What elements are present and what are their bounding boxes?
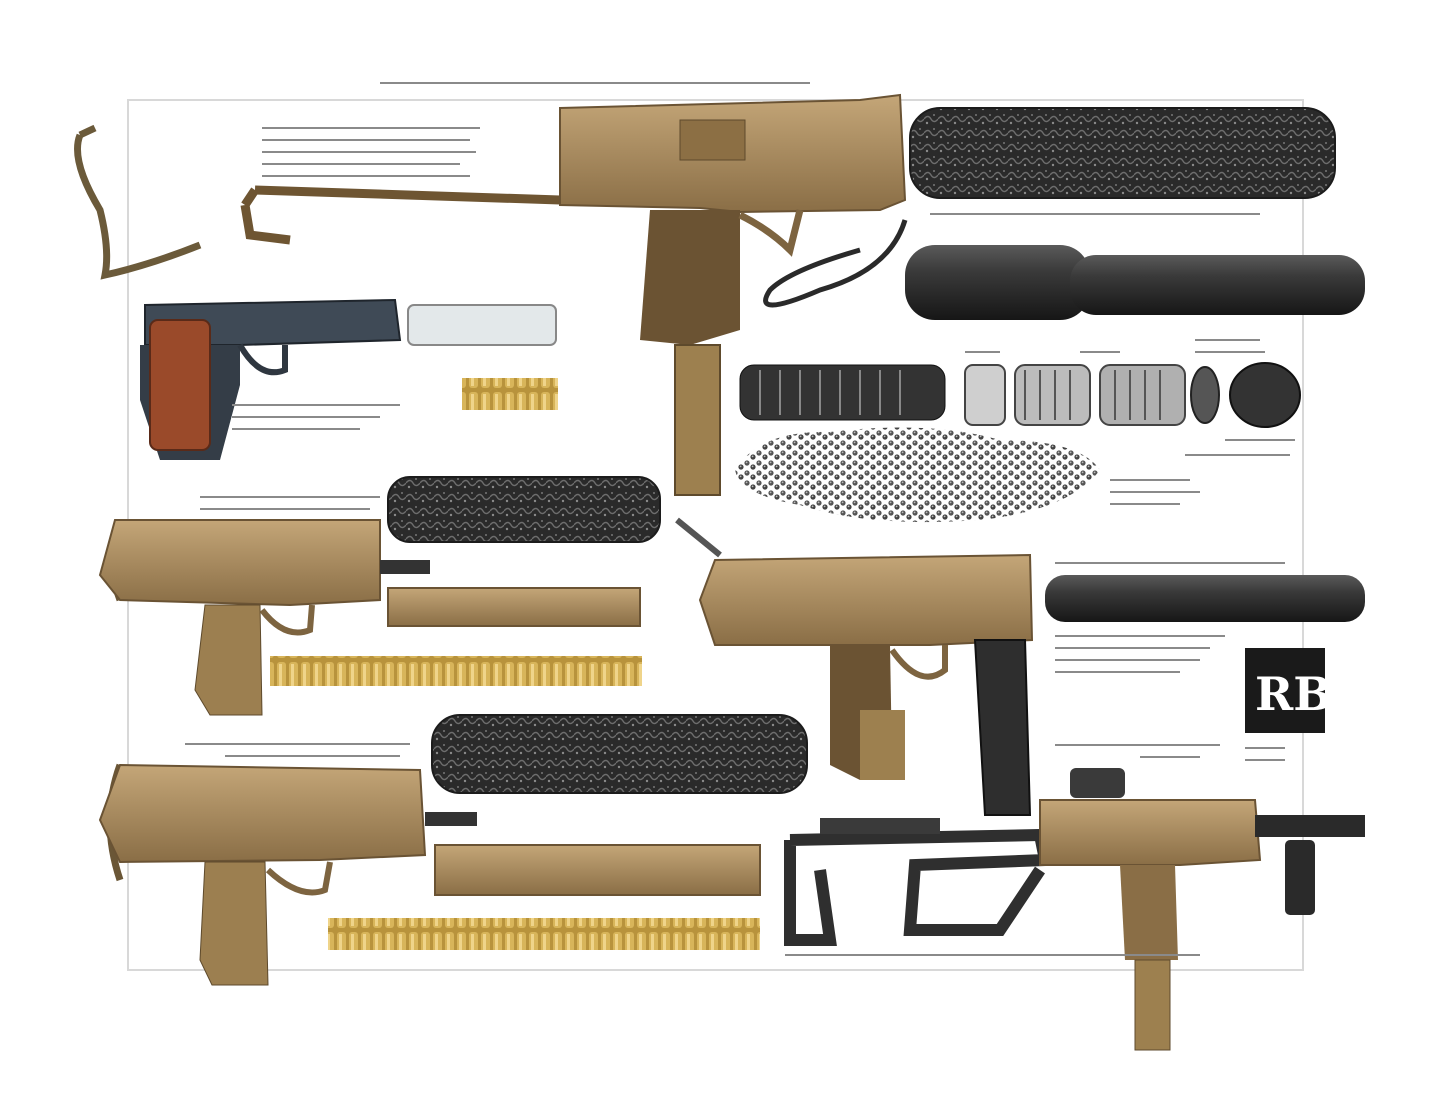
lower-right-smg-folding-stock (784, 768, 1365, 1051)
suppressor-components (735, 362, 1301, 523)
svg-text:RB: RB (1255, 667, 1332, 721)
mid-right-smg-suppressed: RB (675, 517, 1365, 816)
top-smg-with-stock (74, 93, 1336, 496)
caption-marks (185, 82, 1295, 956)
mid-left-smg (98, 476, 661, 716)
pistol-1911 (140, 298, 558, 460)
rb-logo (1245, 648, 1325, 733)
lower-left-smg (98, 714, 808, 986)
bare-suppressor-tube (905, 245, 1365, 320)
